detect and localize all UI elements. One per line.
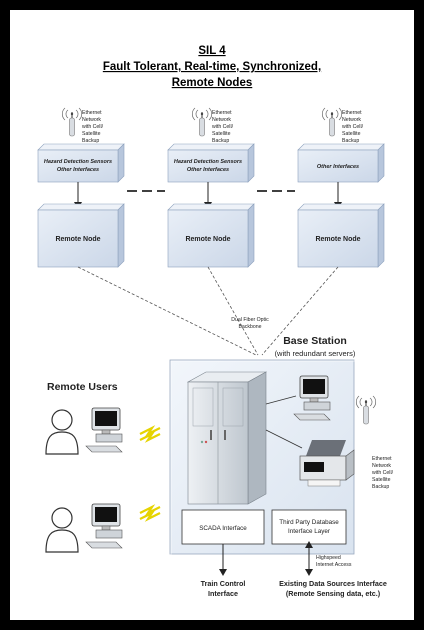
highspeed-line2: Internet Access — [316, 562, 352, 568]
antenna-icon — [321, 107, 343, 137]
network-note-line: with Cell/ — [212, 124, 234, 130]
third-party-line2: Interface Layer — [288, 528, 330, 535]
sensor-box-3-line1: Other Interfaces — [317, 164, 359, 170]
network-note-line: Backup — [212, 138, 229, 144]
train-control-line1: Train Control — [201, 579, 246, 588]
network-note-line: Network — [82, 117, 101, 123]
remote-node-3-label: Remote Node — [315, 236, 360, 243]
remote-computer-icon — [85, 407, 123, 453]
network-note-line: Backup — [372, 484, 389, 490]
existing-sources-line2: (Remote Sensing data, etc.) — [286, 589, 381, 598]
network-note-line: with Cell/ — [372, 470, 394, 476]
node-column-1: Ethernet Network with Cell/ Satellite Ba… — [37, 107, 125, 268]
sensor-box-2-line1: Hazard Detection Sensors — [174, 159, 242, 165]
sensor-box-1: Hazard Detection Sensors Other Interface… — [37, 143, 125, 183]
sensor-box-3: Other Interfaces — [297, 143, 385, 183]
network-note-line: Satellite — [82, 131, 101, 137]
fiber-backbone-lines — [77, 266, 339, 356]
sensor-box-2-line2: Other Interfaces — [187, 167, 229, 173]
sensor-box-2: Hazard Detection Sensors Other Interface… — [167, 143, 255, 183]
remote-user-icon — [45, 507, 79, 553]
diagram-canvas: SIL 4 Fault Tolerant, Real-time, Synchro… — [10, 10, 414, 620]
network-note-line: Ethernet — [212, 110, 232, 116]
server-rack-icon — [186, 371, 268, 505]
network-note-line: Ethernet — [342, 110, 362, 116]
network-note-line: Satellite — [342, 131, 361, 137]
network-note-line: with Cell/ — [342, 124, 364, 130]
network-note-line: Satellite — [372, 477, 391, 483]
arrow-down-icon — [219, 569, 227, 576]
wireless-link-icon — [139, 425, 161, 443]
remote-users-label: Remote Users — [47, 381, 118, 393]
arrow-up-icon — [305, 541, 313, 548]
network-note-line: Ethernet — [82, 110, 102, 116]
remote-node-1: Remote Node — [37, 203, 125, 268]
antenna-icon — [355, 395, 377, 425]
network-note-line: Network — [342, 117, 361, 123]
node-column-2: Ethernet Network with Cell/ Satellite Ba… — [167, 107, 255, 268]
backbone-label-line2: Backbone — [238, 324, 261, 330]
node-column-3: Ethernet Network with Cell/ Satellite Ba… — [297, 107, 385, 268]
remote-node-2: Remote Node — [167, 203, 255, 268]
base-station-subtitle: (with redundant servers) — [275, 349, 356, 358]
highspeed-line1: Highspeed — [316, 555, 341, 561]
network-note-line: with Cell/ — [82, 124, 104, 130]
third-party-line1: Third Party Database — [279, 519, 339, 526]
existing-sources-line1: Existing Data Sources Interface — [279, 579, 387, 588]
network-note-base: Ethernet Network with Cell/ Satellite Ba… — [372, 456, 394, 490]
antenna-icon — [61, 107, 83, 137]
remote-user-icon — [45, 409, 79, 455]
scada-box: SCADA Interface — [181, 509, 265, 545]
antenna-icon — [191, 107, 213, 137]
arrow-down-icon — [305, 569, 313, 576]
remote-node-1-label: Remote Node — [55, 236, 100, 243]
network-note-line: Network — [212, 117, 231, 123]
sensor-box-1-line1: Hazard Detection Sensors — [44, 159, 112, 165]
network-note-1: Ethernet Network with Cell/ Satellite Ba… — [82, 110, 104, 144]
third-party-box: Third Party Database Interface Layer — [271, 509, 347, 545]
train-control-line2: Interface — [208, 589, 238, 598]
network-note-line: Ethernet — [372, 456, 392, 462]
printer-icon — [299, 440, 355, 487]
network-note-2: Ethernet Network with Cell/ Satellite Ba… — [212, 110, 234, 144]
wireless-link-icon — [139, 504, 161, 522]
network-note-line: Backup — [342, 138, 359, 144]
network-note-line: Backup — [82, 138, 99, 144]
network-note-line: Network — [372, 463, 391, 469]
remote-node-2-label: Remote Node — [185, 236, 230, 243]
remote-computer-icon — [85, 503, 123, 549]
title-line-1: SIL 4 — [198, 45, 226, 57]
backbone-label-line1: Dual Fiber Optic — [231, 317, 269, 323]
network-note-3: Ethernet Network with Cell/ Satellite Ba… — [342, 110, 364, 144]
base-station-title: Base Station — [283, 335, 347, 347]
title-line-2: Fault Tolerant, Real-time, Synchronized, — [103, 61, 321, 73]
network-note-line: Satellite — [212, 131, 231, 137]
scada-label: SCADA Interface — [199, 525, 247, 532]
remote-node-3: Remote Node — [297, 203, 385, 268]
sensor-box-1-line2: Other Interfaces — [57, 167, 99, 173]
title-line-3: Remote Nodes — [172, 77, 253, 89]
diagram-svg: SIL 4 Fault Tolerant, Real-time, Synchro… — [37, 45, 394, 598]
